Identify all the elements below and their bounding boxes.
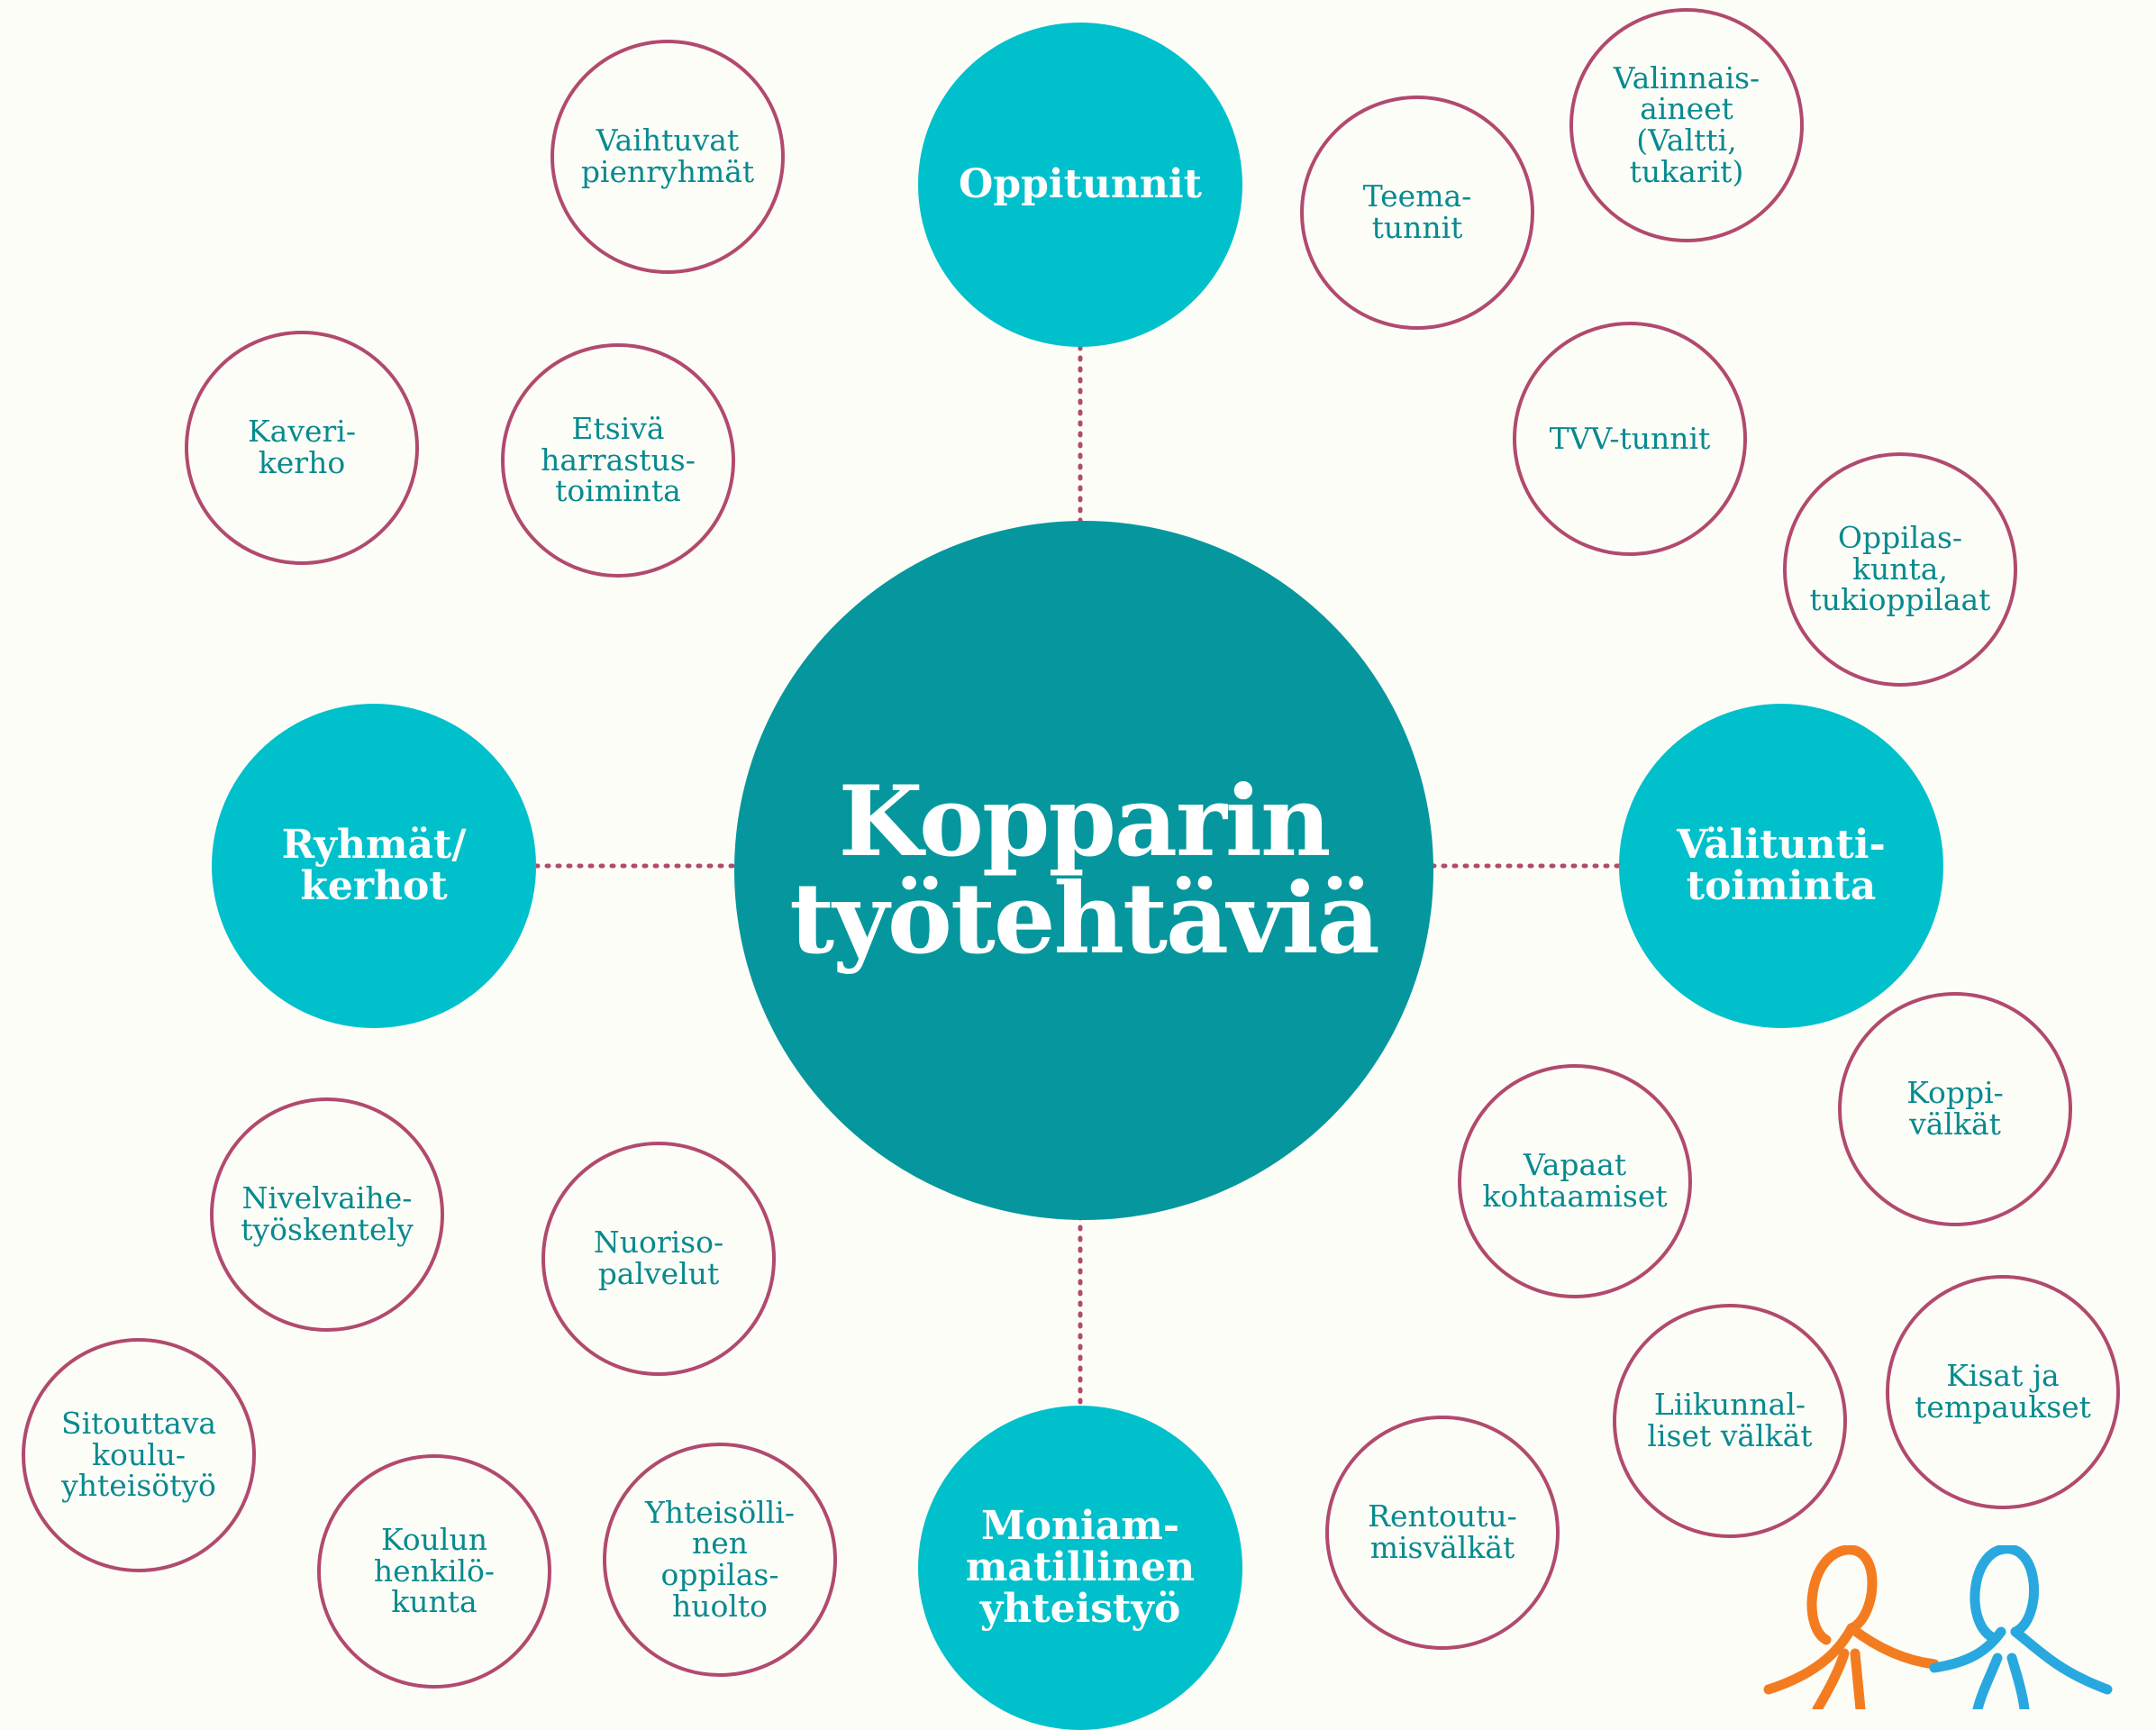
leaf-rentoutumisvalkat: Rentoutu- misvälkät — [1325, 1416, 1560, 1650]
center-node: Kopparin työtehtäviä — [734, 521, 1433, 1220]
hub-moniammatillinen-label: Moniam- matillinen yhteistyö — [965, 1502, 1196, 1633]
hub-ryhmat-label: Ryhmät/ kerhot — [281, 821, 467, 909]
leaf-vaihtuvat-label: Vaihtuvat pienryhmät — [580, 123, 755, 189]
leaf-rentoutu-label: Rentoutu- misvälkät — [1368, 1498, 1517, 1565]
hub-oppitunnit: Oppitunnit — [918, 23, 1242, 347]
leaf-kaverikerho: Kaveri- kerho — [185, 331, 419, 565]
blue-person-icon — [1929, 1545, 2113, 1709]
leaf-sitouttava-kouluyhteisotyo: Sitouttava koulu- yhteisötyö — [22, 1338, 256, 1572]
leaf-kisat-label: Kisat ja tempaukset — [1915, 1358, 2091, 1425]
hub-valituntitoiminta: Välitunti- toiminta — [1619, 704, 1943, 1028]
leaf-valinnais-label: Valinnais- aineet (Valtti, tukarit) — [1613, 59, 1760, 189]
leaf-nivelvaihe-label: Nivelvaihe- työskentely — [241, 1180, 414, 1247]
hub-ryhmat-kerhot: Ryhmät/ kerhot — [212, 704, 536, 1028]
leaf-kisat-ja-tempaukset: Kisat ja tempaukset — [1886, 1275, 2120, 1509]
leaf-teematunnit: Teema- tunnit — [1300, 96, 1534, 330]
leaf-valinnaisaineet: Valinnais- aineet (Valtti, tukarit) — [1569, 8, 1804, 242]
leaf-koulun-henkilokunta: Koulun henkilö- kunta — [317, 1454, 551, 1689]
leaf-oppilaskunta: Oppilas- kunta, tukioppilaat — [1783, 452, 2017, 687]
leaf-tvv-label: TVV-tunnit — [1549, 420, 1711, 456]
leaf-vapaat-kohtaamiset: Vapaat kohtaamiset — [1458, 1064, 1692, 1298]
leaf-etsiva-label: Etsivä harrastus- toiminta — [541, 411, 696, 509]
leaf-vaihtuvat-pienryhmat: Vaihtuvat pienryhmät — [550, 40, 785, 274]
leaf-sitouttava-label: Sitouttava koulu- yhteisötyö — [60, 1406, 217, 1504]
center-title: Kopparin työtehtäviä — [789, 765, 1379, 976]
leaf-oppilaskunta-label: Oppilas- kunta, tukioppilaat — [1809, 520, 1991, 618]
two-people-holding-hands-icon — [1763, 1545, 2113, 1709]
leaf-koulun-label: Koulun henkilö- kunta — [373, 1522, 496, 1620]
leaf-koppivalkat-label: Koppi- välkät — [1906, 1075, 2004, 1142]
leaf-yhteisollinen-oppilashuolto: Yhteisölli- nen oppilas- huolto — [603, 1443, 837, 1677]
leaf-nuorisopalvelut: Nuoriso- palvelut — [541, 1142, 776, 1376]
hub-valitunti-label: Välitunti- toiminta — [1677, 821, 1886, 909]
orange-person-icon — [1763, 1545, 1940, 1709]
leaf-tvv-tunnit: TVV-tunnit — [1513, 322, 1747, 556]
leaf-liikunnal-label: Liikunnal- liset välkät — [1647, 1387, 1813, 1453]
leaf-teema-label: Teema- tunnit — [1362, 178, 1472, 245]
hub-oppitunnit-label: Oppitunnit — [959, 160, 1202, 207]
leaf-nivelvaihetyoskentely: Nivelvaihe- työskentely — [210, 1097, 444, 1332]
leaf-liikunnalliset-valkat: Liikunnal- liset välkät — [1613, 1304, 1847, 1538]
leaf-kaverikerho-label: Kaveri- kerho — [248, 414, 356, 480]
leaf-nuoriso-label: Nuoriso- palvelut — [593, 1225, 724, 1291]
hub-moniammatillinen-yhteistyo: Moniam- matillinen yhteistyö — [918, 1406, 1242, 1730]
leaf-koppivalkat: Koppi- välkät — [1838, 992, 2072, 1226]
leaf-etsiva-harrastustoiminta: Etsivä harrastus- toiminta — [501, 343, 735, 578]
leaf-vapaat-label: Vapaat kohtaamiset — [1482, 1147, 1668, 1214]
leaf-yhteisollinen-label: Yhteisölli- nen oppilas- huolto — [645, 1494, 795, 1624]
